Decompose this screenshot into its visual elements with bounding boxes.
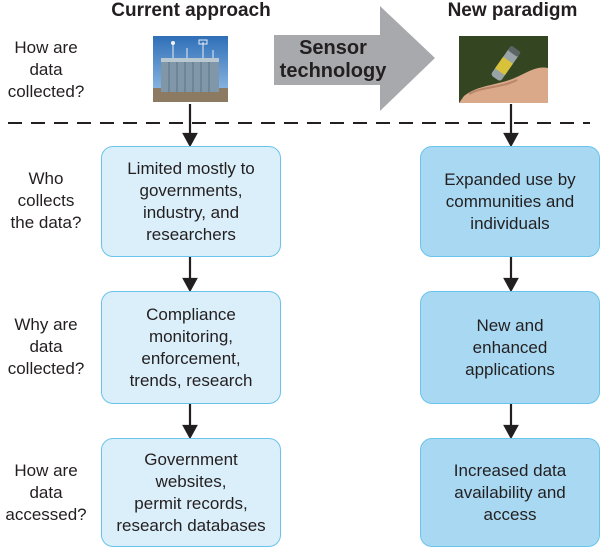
arrowhead-current-1 xyxy=(182,132,198,148)
arrowhead-new-1 xyxy=(503,132,519,148)
arrowhead-current-3 xyxy=(182,424,198,440)
new-paradigm-title: New paradigm xyxy=(447,0,578,21)
arrowhead-new-2 xyxy=(503,277,519,293)
current-how-box: Government websites, permit records, res… xyxy=(101,438,281,547)
monitoring-station-photo xyxy=(153,36,228,102)
arrowhead-new-3 xyxy=(503,424,519,440)
new-who-box: Expanded use by communities and individu… xyxy=(420,146,600,257)
current-why-box: Compliance monitoring, enforcement, tren… xyxy=(101,291,281,404)
question-who-collects: Who collects the data? xyxy=(10,169,82,232)
sensor-technology-arrow xyxy=(274,6,435,111)
question-how-collected: How are data collected? xyxy=(7,38,85,101)
question-how-accessed: How are data accessed? xyxy=(5,461,87,524)
current-approach-title: Current approach xyxy=(111,0,271,21)
current-who-box: Limited mostly to governments, industry,… xyxy=(101,146,281,257)
handheld-sensor-photo xyxy=(459,36,548,103)
arrowhead-current-2 xyxy=(182,277,198,293)
new-why-box: New and enhanced applications xyxy=(420,291,600,404)
question-why-collected: Why are data collected? xyxy=(7,315,85,378)
sensor-technology-label: Sensor technology xyxy=(279,37,387,82)
new-how-box: Increased data availability and access xyxy=(420,438,600,547)
